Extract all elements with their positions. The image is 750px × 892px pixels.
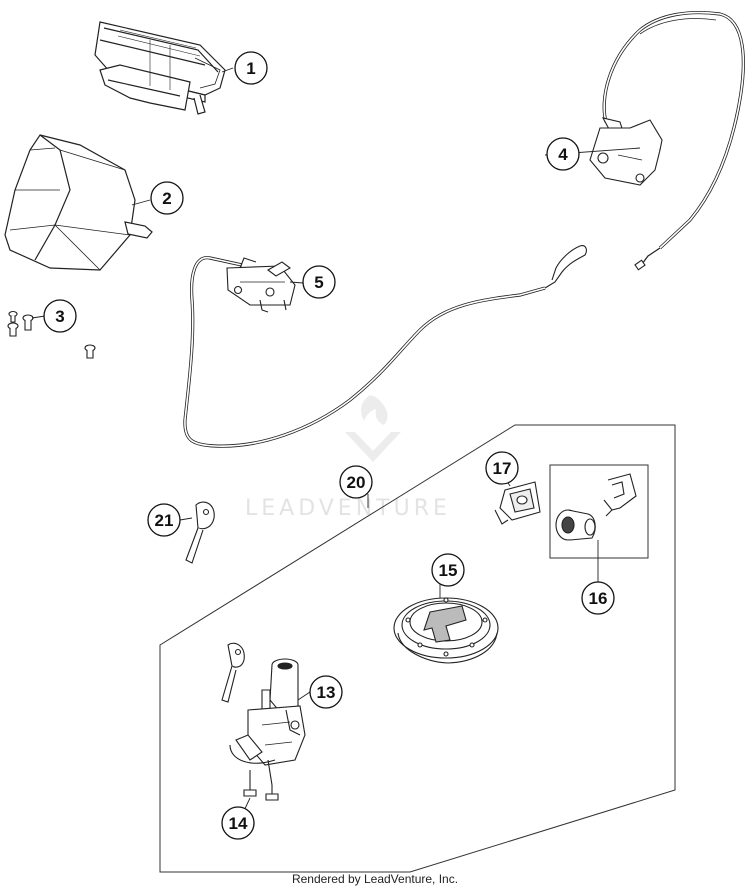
callout-15: 15 <box>431 553 465 587</box>
ignition-screws-part <box>243 759 279 801</box>
screw-a <box>7 310 19 337</box>
bracket-cable-part <box>183 245 587 448</box>
item-16-box <box>549 464 649 559</box>
callout-2: 2 <box>150 181 184 215</box>
callout-20: 20 <box>339 465 373 499</box>
callout-15-label: 15 <box>439 561 458 580</box>
ignition-lock-part <box>221 642 306 766</box>
watermark: LEADVENTURE <box>245 395 451 521</box>
footer-credit: Rendered by LeadVenture, Inc. <box>291 872 459 886</box>
callout-17: 17 <box>485 451 519 485</box>
callout-16-label: 16 <box>589 589 608 608</box>
callout-13: 13 <box>309 675 343 709</box>
headlight-mask-part <box>4 134 153 271</box>
flame-watermark-icon <box>361 395 388 425</box>
callout-5: 5 <box>302 265 336 299</box>
instrument-cluster-part <box>94 21 226 115</box>
callout-16: 16 <box>581 581 615 615</box>
screw-b <box>22 314 34 331</box>
callout-3: 3 <box>43 299 77 333</box>
screw-c <box>84 344 96 359</box>
lock-plate-part <box>494 481 541 525</box>
lock-cylinder-part <box>555 473 637 541</box>
callout-17-label: 17 <box>493 459 512 478</box>
callout-5-label: 5 <box>314 273 323 292</box>
callout-14-label: 14 <box>229 814 248 833</box>
key-part <box>185 501 215 564</box>
callout-1: 1 <box>234 51 268 85</box>
callout-20-label: 20 <box>347 473 366 492</box>
callout-13-label: 13 <box>317 683 336 702</box>
callout-4: 4 <box>546 137 580 171</box>
callout-1-label: 1 <box>246 59 255 78</box>
callout-14: 14 <box>221 806 255 840</box>
screws-part <box>7 310 96 359</box>
callout-3-label: 3 <box>55 307 64 326</box>
v-watermark-icon <box>345 432 401 462</box>
callout-21-label: 21 <box>155 511 174 530</box>
seat-lock-cable-part <box>589 10 745 271</box>
kit-outline <box>159 424 676 873</box>
callout-21: 21 <box>147 503 181 537</box>
watermark-text: LEADVENTURE <box>245 496 451 521</box>
fuel-cap-part <box>393 597 499 664</box>
callout-4-label: 4 <box>558 145 568 164</box>
callout-2-label: 2 <box>162 189 171 208</box>
